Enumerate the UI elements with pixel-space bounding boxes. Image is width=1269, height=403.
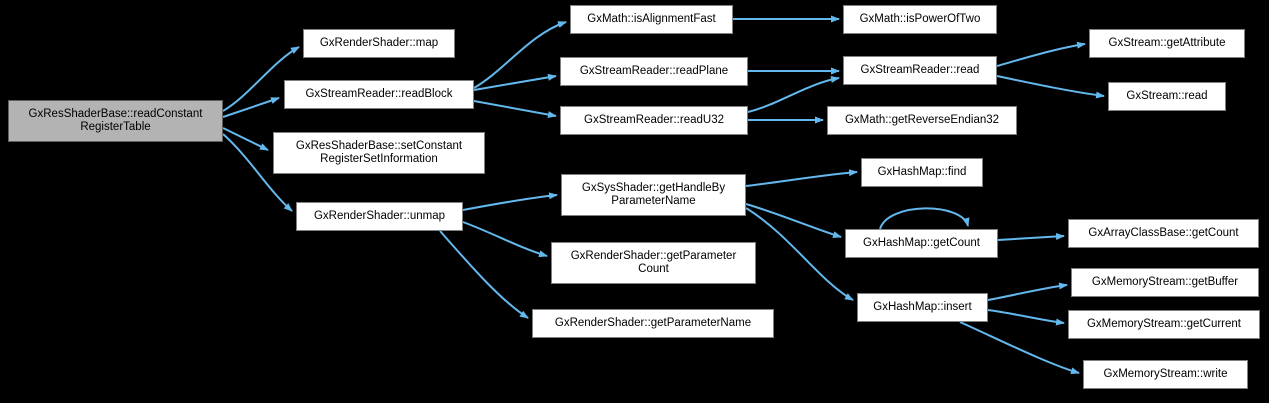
graph-edge-read-to-streamread [996,75,1105,99]
graph-edge-insert-to-write [959,321,1080,375]
graph-edge-root-to-readblock [222,97,280,118]
graph-edge-insert-to-getcurrent [987,309,1065,326]
graph-node-map[interactable]: GxRenderShader::map [303,29,455,58]
graph-node-readblock[interactable]: GxStreamReader::readBlock [284,80,474,109]
graph-node-getattr[interactable]: GxStream::getAttribute [1089,29,1245,58]
graph-node-find[interactable]: GxHashMap::find [861,158,983,187]
graph-edge-insert-to-getbuffer [987,282,1068,301]
graph-edge-gethandle-to-find [745,169,858,187]
graph-node-getcurrent[interactable]: GxMemoryStream::getCurrent [1068,310,1260,339]
graph-edge-root-to-setconst [222,127,269,151]
graph-edge-readblock-to-readu32 [473,100,557,119]
graph-node-unmap[interactable]: GxRenderShader::unmap [296,202,463,231]
graph-node-root[interactable]: GxResShaderBase::readConstant RegisterTa… [8,100,223,142]
graph-node-getcount[interactable]: GxHashMap::getCount [845,229,998,258]
graph-node-isalign[interactable]: GxMath::isAlignmentFast [570,5,733,34]
graph-node-setconst[interactable]: GxResShaderBase::setConstant RegisterSet… [273,132,485,174]
graph-edge-root-to-map [222,46,300,112]
graph-edge-unmap-to-getparamcnt [462,221,548,258]
graph-edge-getcount-to-arrgetcount [997,232,1065,241]
graph-node-getparamnam[interactable]: GxRenderShader::getParameterName [532,309,774,338]
graph-edge-readu32-to-read [747,75,840,113]
graph-edge-read-to-getattr [996,41,1086,67]
graph-node-read[interactable]: GxStreamReader::read [843,56,997,85]
graph-edge-getcount-to-self [879,207,970,230]
graph-edge-root-to-unmap [222,133,293,212]
graph-node-getparamcnt[interactable]: GxRenderShader::getParameter Count [551,242,756,284]
graph-node-readu32[interactable]: GxStreamReader::readU32 [560,106,748,135]
graph-edge-unmap-to-gethandle [462,192,558,211]
graph-edge-unmap-to-getparamnam [439,230,529,319]
graph-node-insert[interactable]: GxHashMap::insert [857,293,988,322]
graph-node-ispow2[interactable]: GxMath::isPowerOfTwo [843,5,997,34]
graph-edge-readblock-to-readplane [473,73,557,91]
graph-node-streamread[interactable]: GxStream::read [1108,82,1226,111]
graph-edge-gethandle-to-getcount [745,203,842,238]
graph-edge-readblock-to-isalign [473,21,567,89]
graph-node-readplane[interactable]: GxStreamReader::readPlane [560,57,748,86]
graph-node-write[interactable]: GxMemoryStream::write [1083,360,1248,389]
graph-edge-gethandle-to-insert [745,207,854,301]
graph-node-arrgetcount[interactable]: GxArrayClassBase::getCount [1068,219,1259,248]
graph-node-revendian[interactable]: GxMath::getReverseEndian32 [827,106,1017,135]
graph-node-gethandle[interactable]: GxSysShader::getHandleBy ParameterName [561,174,746,216]
graph-node-getbuffer[interactable]: GxMemoryStream::getBuffer [1071,268,1259,297]
